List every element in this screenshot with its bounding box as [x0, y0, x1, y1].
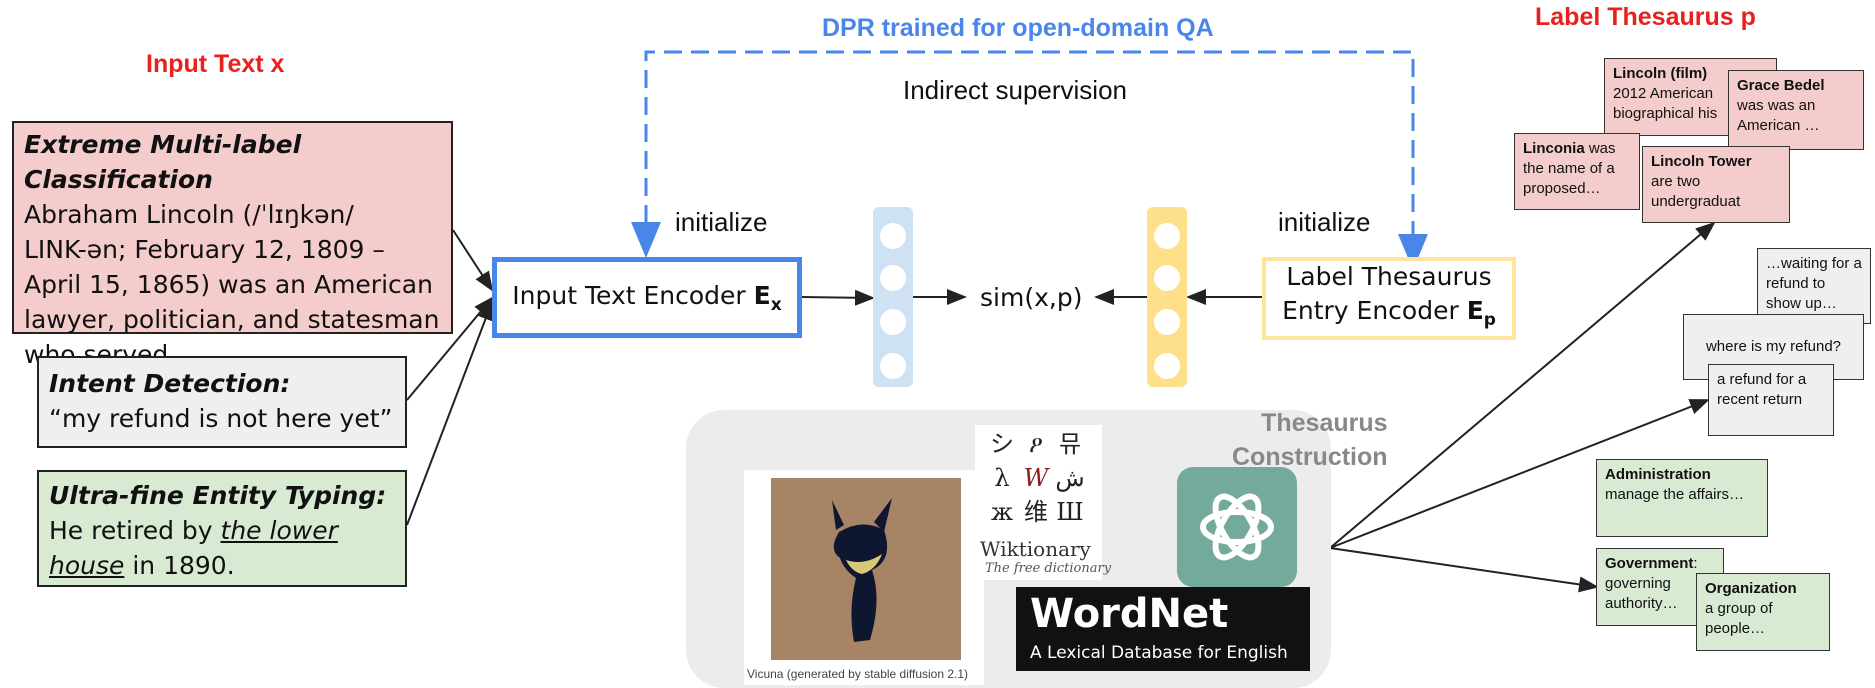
chatgpt-knot-icon [1200, 493, 1274, 561]
intent-heading: Intent Detection: [49, 369, 291, 398]
xmc-line-1: Abraham Lincoln (/ˈlɪŋkən/ [24, 200, 354, 229]
entity-line-1: He retired by the lower [49, 513, 395, 548]
thesaurus-card-refund-return: a refund for a recent return [1708, 364, 1834, 436]
xmc-line-4: lawyer, politician, and statesman [24, 305, 440, 334]
entity-input-box: Ultra-fine Entity Typing: He retired by … [37, 470, 407, 587]
vicuna-caption: Vicuna (generated by stable diffusion 2.… [747, 667, 969, 681]
vicuna-image [771, 478, 961, 660]
chatgpt-logo [1177, 467, 1297, 587]
label-embedding-vector [1147, 207, 1187, 387]
input-embedding-vector [873, 207, 913, 387]
dpr-dashed-arrow [644, 50, 1415, 262]
entity-heading: Ultra-fine Entity Typing: [49, 481, 387, 510]
wordnet-logo: WordNet A Lexical Database for English [1016, 587, 1310, 671]
indirect-supervision-label: Indirect supervision [903, 75, 1127, 105]
xmc-heading: Extreme Multi-label Classification [24, 130, 302, 194]
wiktionary-name: Wiktionary [980, 537, 1091, 561]
intent-text: “my refund is not here yet” [49, 404, 393, 433]
entity-post: in 1890. [124, 551, 235, 580]
input-encoder-label: Input Text Encoder Ex [512, 280, 782, 315]
input-text-encoder: Input Text Encoder Ex [492, 257, 802, 338]
input-text-title: Input Text x [146, 50, 285, 78]
xmc-line-2: LINK-ən; February 12, 1809 – [24, 235, 385, 264]
thesaurus-card-waiting-refund: …waiting for a refund to show up… [1757, 248, 1871, 324]
dpr-title: DPR trained for open-domain QA [822, 14, 1214, 42]
wordnet-tagline: A Lexical Database for English [1030, 643, 1288, 663]
wiktionary-tagline: The free dictionary [985, 561, 1112, 576]
entity-line-2: house in 1890. [49, 548, 395, 583]
label-encoder-line-1: Label Thesaurus [1286, 262, 1492, 291]
entity-mention-1: the lower [220, 516, 338, 545]
entity-mention-2: house [49, 551, 125, 580]
intent-input-box: Intent Detection: “my refund is not here… [37, 356, 407, 448]
wordnet-name: WordNet [1030, 591, 1229, 637]
label-encoder-line-2: Entry Encoder Ep [1282, 296, 1496, 330]
thesaurus-construction-label: Thesaurus Construction [1232, 409, 1388, 471]
initialize-left-label: initialize [675, 207, 768, 237]
initialize-right-label: initialize [1278, 207, 1371, 237]
vicuna-logo: Vicuna (generated by stable diffusion 2.… [744, 470, 984, 685]
xmc-input-box: Extreme Multi-label Classification Abrah… [12, 121, 453, 369]
label-thesaurus-encoder: Label Thesaurus Entry Encoder Ep [1262, 257, 1516, 340]
entity-pre: He retired by [49, 516, 221, 545]
xmc-line-3: April 15, 1865) was an American [24, 270, 433, 299]
thesaurus-card-linconia: Linconia was the name of a proposed… [1514, 133, 1640, 210]
similarity-label: sim(x,p) [980, 283, 1083, 312]
label-thesaurus-title: Label Thesaurus p [1535, 3, 1756, 31]
